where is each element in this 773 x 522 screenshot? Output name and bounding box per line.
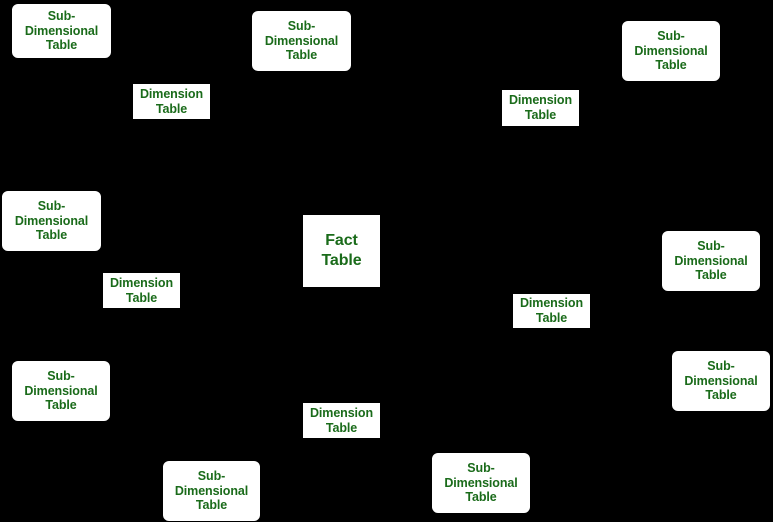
fact-table-fact: Fact Table [302, 214, 381, 288]
sub-dimensional-table-sub-3: Sub- Dimensional Table [621, 20, 721, 82]
sub-dimensional-table-sub-7: Sub- Dimensional Table [671, 350, 771, 412]
sub-dimensional-table-sub-5: Sub- Dimensional Table [661, 230, 761, 292]
sub-dimensional-table-sub-9: Sub- Dimensional Table [162, 460, 261, 522]
sub-dimensional-table-sub-8: Sub- Dimensional Table [431, 452, 531, 514]
dimension-table-dim-5: Dimension Table [302, 402, 381, 439]
sub-dimensional-table-sub-6: Sub- Dimensional Table [11, 360, 111, 422]
dimension-table-dim-4: Dimension Table [512, 293, 591, 329]
sub-dimensional-table-sub-4: Sub- Dimensional Table [1, 190, 102, 252]
sub-dimensional-table-sub-2: Sub- Dimensional Table [251, 10, 352, 72]
dimension-table-dim-3: Dimension Table [102, 272, 181, 309]
sub-dimensional-table-sub-1: Sub- Dimensional Table [11, 3, 112, 59]
dimension-table-dim-1: Dimension Table [132, 83, 211, 120]
dimension-table-dim-2: Dimension Table [501, 89, 580, 127]
